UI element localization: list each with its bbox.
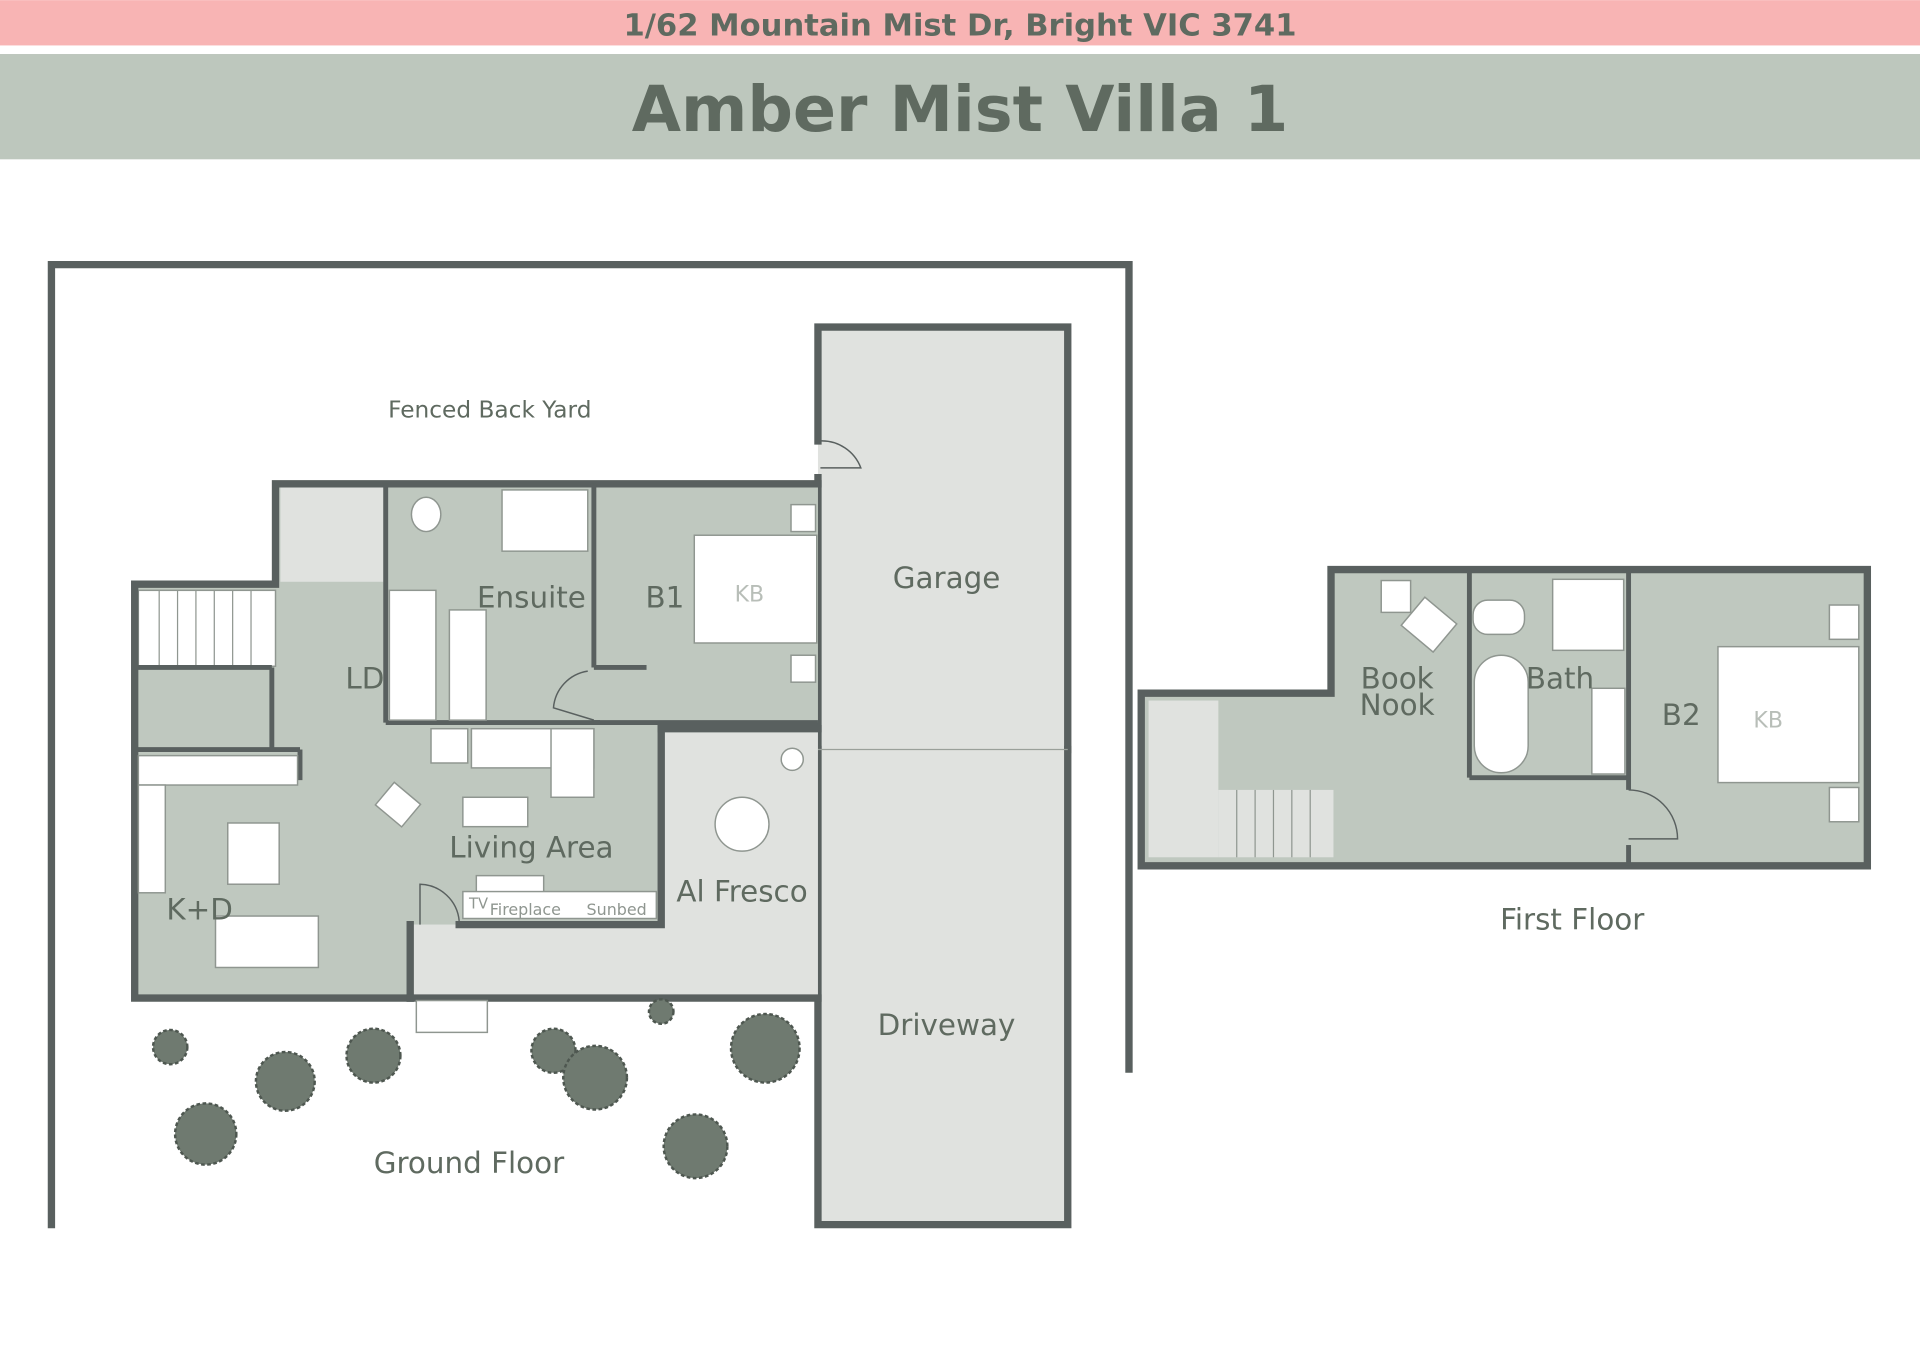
nook-label: Nook <box>1360 688 1435 722</box>
plant-icon <box>562 1044 629 1111</box>
tv-label: TV <box>468 896 488 913</box>
plant-icon <box>345 1027 402 1084</box>
b2-bed-label: KB <box>1753 708 1783 733</box>
plant-icon <box>151 1028 189 1066</box>
first-floor-caption: First Floor <box>1500 903 1645 937</box>
garage-label: Garage <box>893 561 1001 595</box>
yard-fence <box>47 260 1133 1229</box>
plant-icon <box>530 1027 577 1075</box>
ensuite-label: Ensuite <box>477 580 586 614</box>
book-label: Book <box>1361 661 1434 695</box>
plant-icon <box>729 1012 801 1084</box>
driveway: Driveway <box>814 745 1072 1229</box>
yard-label: Fenced Back Yard <box>388 397 591 424</box>
ld-label: LD <box>345 661 384 695</box>
page-title: Amber Mist Villa 1 <box>632 73 1289 147</box>
b2-label: B2 <box>1662 698 1701 732</box>
plant-icon <box>662 1113 729 1180</box>
ground-floor-caption: Ground Floor <box>374 1146 565 1180</box>
garage: Garage <box>814 323 1072 754</box>
fireplace-label: Fireplace <box>490 900 561 919</box>
address-band <box>0 0 1920 46</box>
address-text: 1/62 Mountain Mist Dr, Bright VIC 3741 <box>623 9 1296 44</box>
living-area-label: Living Area <box>449 830 613 864</box>
kd-label: K+D <box>166 893 233 927</box>
b1-label: B1 <box>645 580 684 614</box>
ground-floor-plan: Ensuite B1 KB LD Living Area K+D Al Fres… <box>131 480 822 1034</box>
driveway-label: Driveway <box>878 1008 1016 1042</box>
alfresco-label: Al Fresco <box>676 874 807 908</box>
sunbed-label: Sunbed <box>587 900 647 919</box>
first-floor-plan: Book Nook Bath B2 KB <box>1137 565 1872 870</box>
title-band <box>0 54 1920 160</box>
plant-icon <box>254 1050 316 1112</box>
plant-icon <box>647 998 675 1026</box>
garden-plants <box>151 998 801 1180</box>
plant-icon <box>173 1102 238 1166</box>
bath-label: Bath <box>1526 661 1594 695</box>
b1-bed-label: KB <box>735 582 765 607</box>
